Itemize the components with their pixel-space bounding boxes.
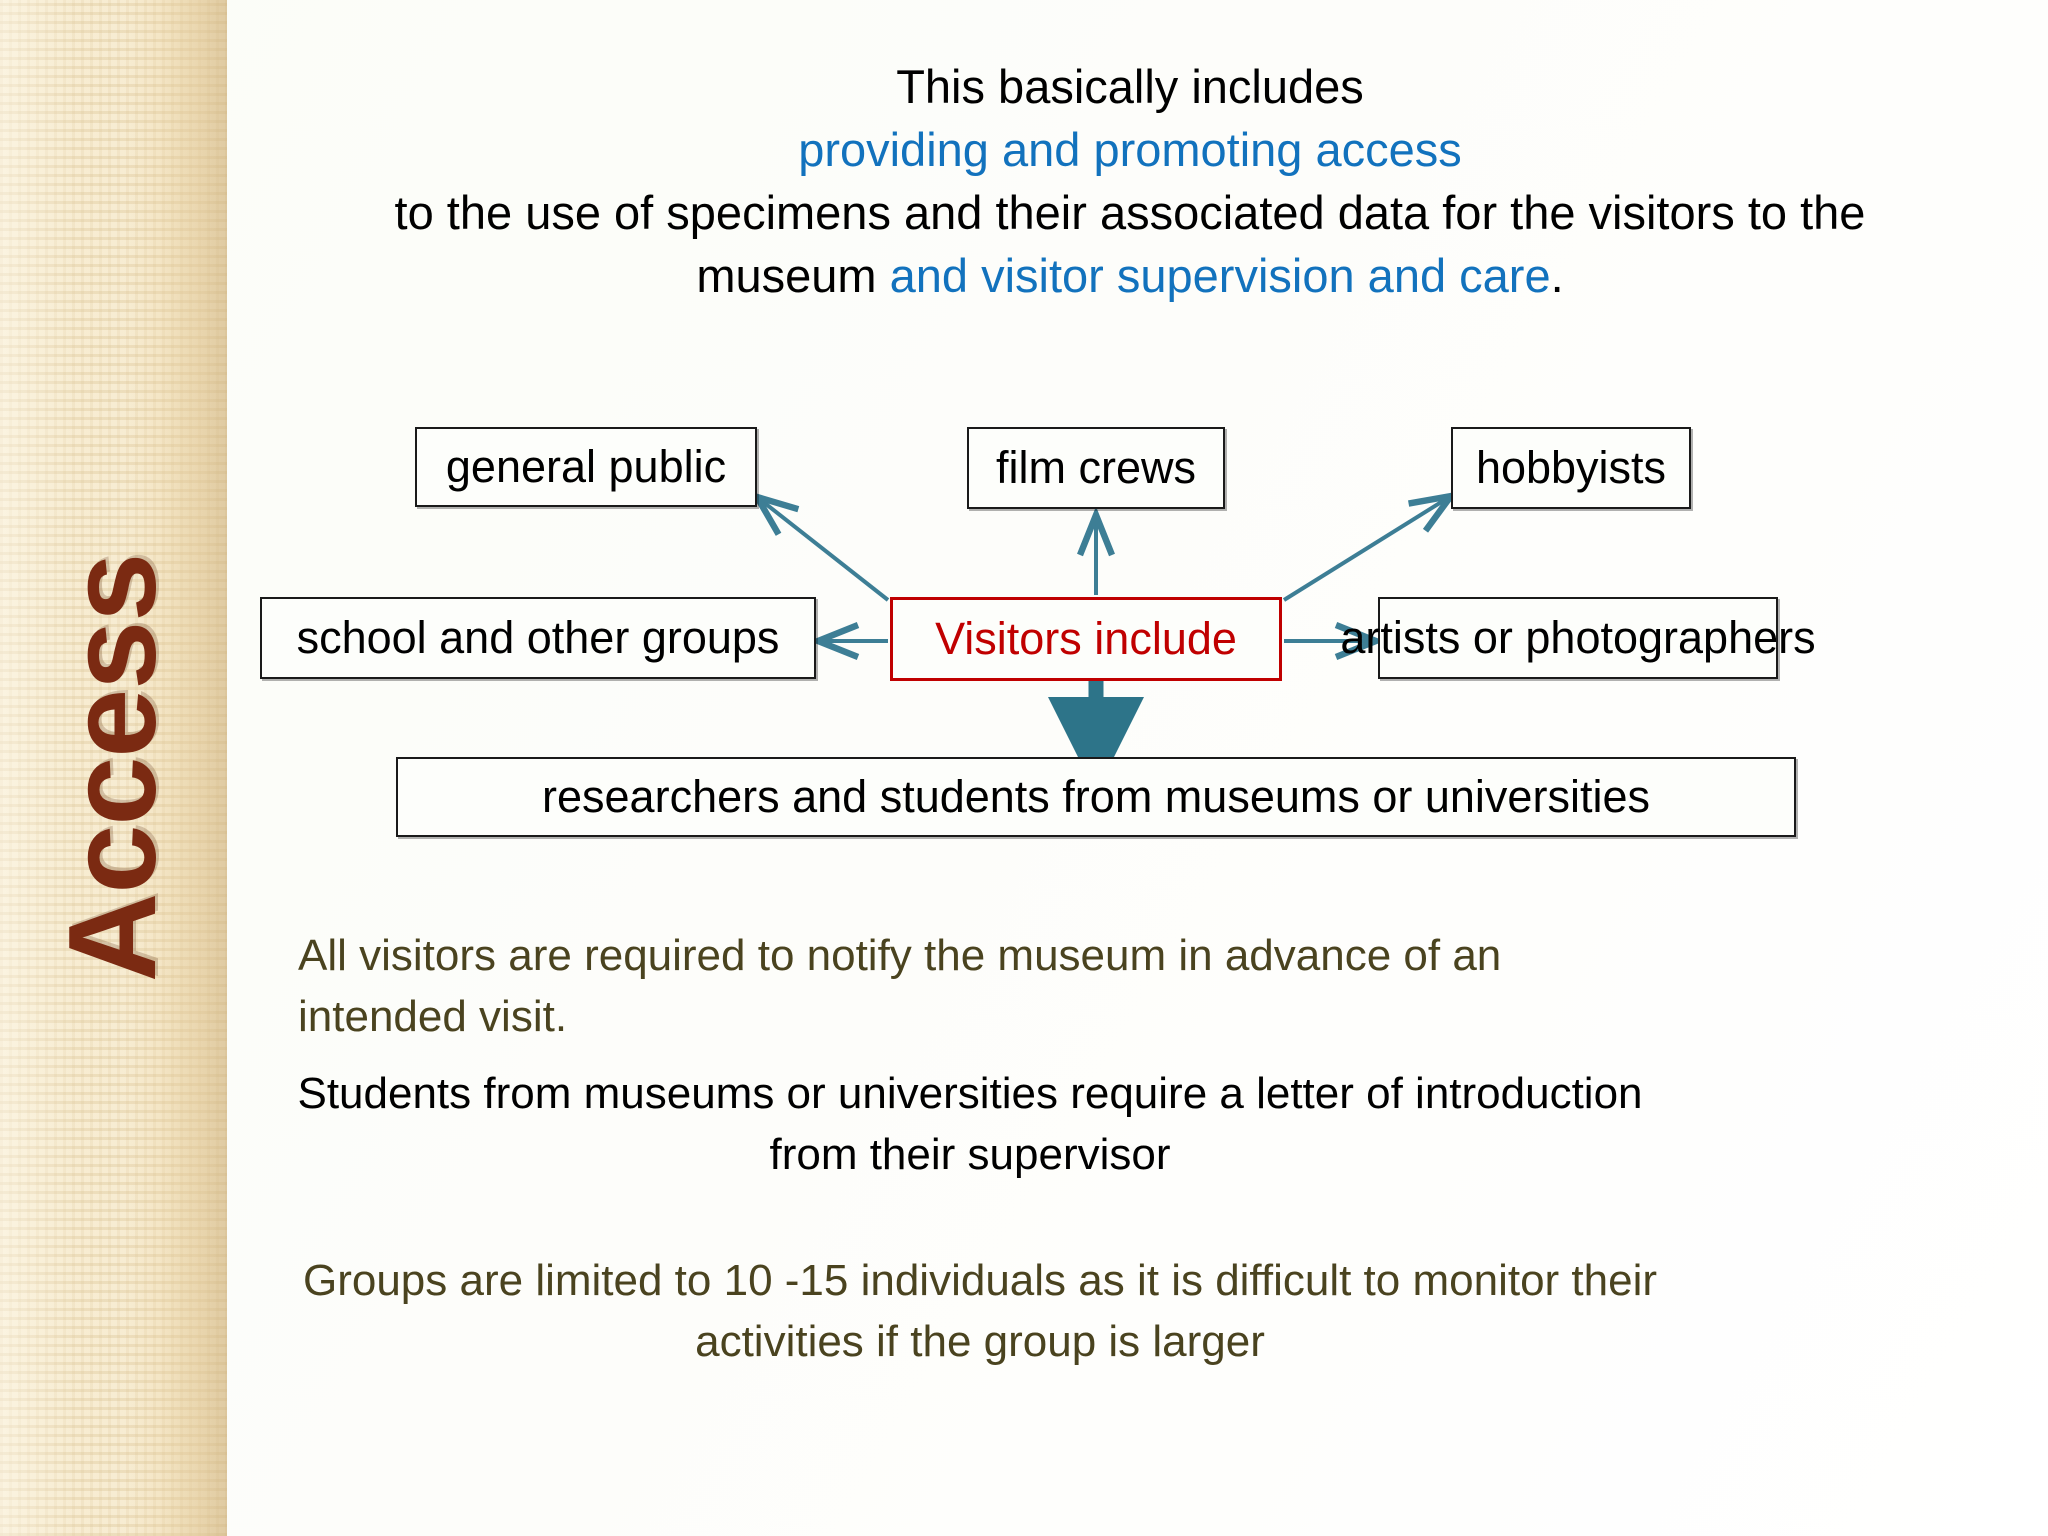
node-researchers-and-students-label: researchers and students from museums or… <box>542 771 1650 822</box>
node-general-public[interactable]: general public <box>415 427 757 507</box>
header-line-3: to the use of specimens and their associ… <box>394 186 1866 239</box>
sidebar-title: Access <box>0 0 227 1536</box>
arrow-to-general-public <box>750 491 890 602</box>
sidebar-title-text: Access <box>44 553 183 983</box>
node-artists-or-photographers-label: artists or photographers <box>1340 612 1816 663</box>
node-film-crews[interactable]: film crews <box>967 427 1225 509</box>
header-line-4-prefix: museum <box>696 249 890 302</box>
paragraph-group-size-limit: Groups are limited to 10 -15 individuals… <box>302 1256 1658 1366</box>
node-hobbyists-label: hobbyists <box>1475 442 1667 493</box>
arrow-to-hobbyists <box>1282 491 1459 602</box>
header-line-4-suffix: . <box>1550 249 1564 302</box>
node-film-crews-label: film crews <box>996 442 1196 493</box>
node-visitors-include[interactable]: Visitors include <box>890 597 1282 681</box>
node-general-public-label: general public <box>445 441 727 492</box>
header-line-4-accent: and visitor supervision and care <box>889 249 1551 302</box>
node-school-and-other-groups[interactable]: school and other groups <box>260 597 816 679</box>
header-line-1: This basically includes <box>896 60 1364 113</box>
paragraph-student-letter: Students from museums or universities re… <box>297 1069 1643 1179</box>
paragraph-advance-notice: All visitors are required to notify the … <box>298 931 1502 1041</box>
node-artists-or-photographers[interactable]: artists or photographers <box>1340 597 1816 679</box>
node-visitors-include-label: Visitors include <box>935 613 1237 664</box>
header-paragraph: This basically includes providing and pr… <box>250 55 2010 307</box>
header-line-2-accent: providing and promoting access <box>798 123 1462 176</box>
node-hobbyists[interactable]: hobbyists <box>1451 427 1691 509</box>
node-school-and-other-groups-label: school and other groups <box>296 612 780 663</box>
node-researchers-and-students[interactable]: researchers and students from museums or… <box>396 757 1796 837</box>
